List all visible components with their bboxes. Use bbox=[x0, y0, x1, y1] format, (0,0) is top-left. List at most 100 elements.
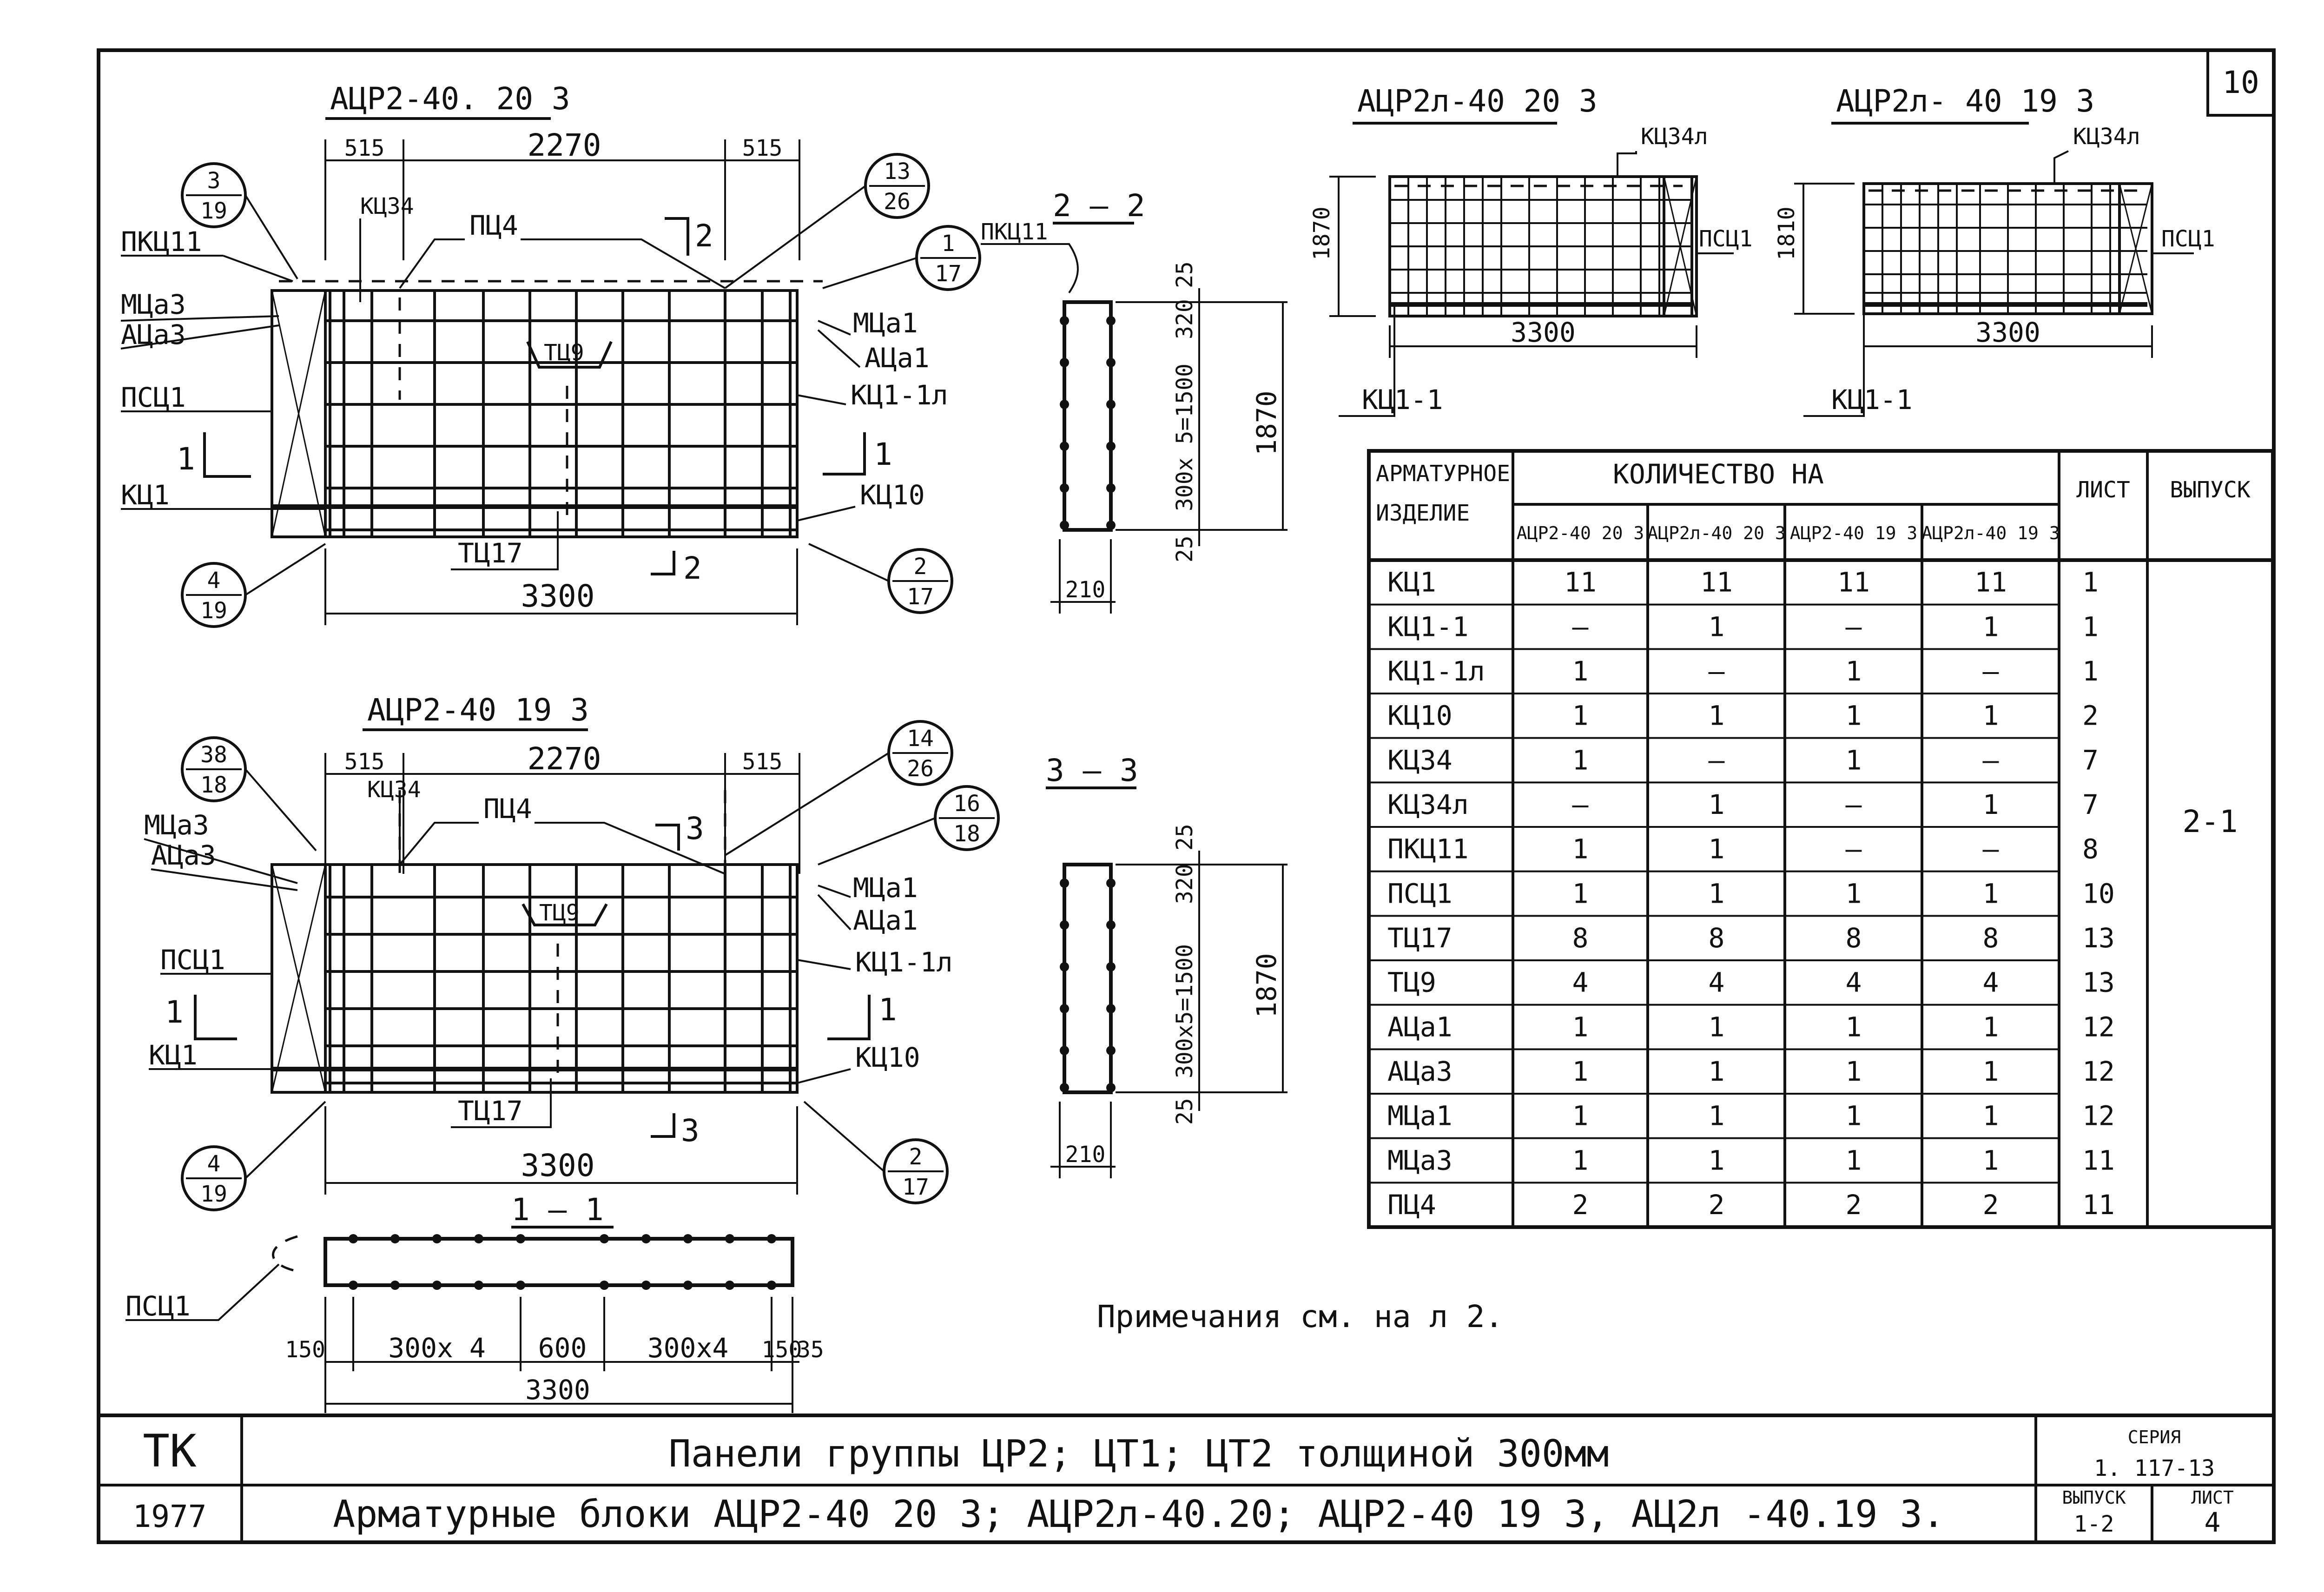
label-kc1-b: КЦ1 bbox=[149, 1039, 198, 1071]
table-cell-qty: 1 bbox=[1983, 611, 1999, 642]
label-pc4: ПЦ4 bbox=[469, 210, 518, 241]
title-line-1: Панели группы ЦР2; ЦТ1; ЦТ2 толщиной 300… bbox=[669, 1432, 1609, 1475]
table-cell-sheet: 11 bbox=[2082, 1144, 2115, 1176]
table-cell-item: ТЦ17 bbox=[1387, 922, 1452, 954]
dim-s11-150-right: 150 bbox=[762, 1337, 802, 1363]
table-cell-item: КЦ1 bbox=[1387, 567, 1436, 598]
svg-text:19: 19 bbox=[200, 198, 227, 224]
label-pkc11-s22: ПКЦ11 bbox=[981, 219, 1048, 245]
view-title-top-left: АЦР2-40. 20 3 bbox=[330, 81, 570, 117]
label-psc1-a: ПСЦ1 bbox=[1699, 226, 1753, 252]
label-tc9: ТЦ9 bbox=[544, 340, 584, 366]
svg-text:19: 19 bbox=[200, 598, 227, 624]
view-mirror-b: АЦР2л- 40 19 3 КЦ34л ПСЦ1 1810 3300 bbox=[1774, 83, 2215, 417]
table-cell-sheet: 10 bbox=[2082, 878, 2115, 909]
table-cell-sheet: 12 bbox=[2082, 1056, 2115, 1087]
table-cell-qty: 1 bbox=[1572, 833, 1589, 865]
svg-text:17: 17 bbox=[902, 1174, 929, 1200]
section-mark-3-top: 3 bbox=[686, 811, 704, 846]
section-1-1-title: 1 — 1 bbox=[511, 1192, 604, 1228]
section-3-3-title: 3 — 3 bbox=[1046, 753, 1138, 788]
label-kc10: КЦ10 bbox=[860, 479, 925, 511]
table-cell-sheet: 12 bbox=[2082, 1100, 2115, 1132]
table-cell-qty: 1 bbox=[1983, 1100, 1999, 1132]
dim-mirror-b-width: 3300 bbox=[1975, 317, 2040, 348]
label-aca3-b: АЦа3 bbox=[151, 839, 216, 871]
dim-3300-b: 3300 bbox=[521, 1148, 595, 1183]
table-cell-qty: 1 bbox=[1572, 1056, 1589, 1087]
th-item-1: АРМАТУРНОЕ bbox=[1376, 461, 1510, 487]
section-mark-2-top: 2 bbox=[695, 218, 713, 254]
table-cell-qty: 1 bbox=[1572, 1100, 1589, 1132]
table-cell-item: КЦ10 bbox=[1387, 700, 1452, 732]
table-cell-item: КЦ34 bbox=[1387, 744, 1452, 776]
th-item-2: ИЗДЕЛИЕ bbox=[1376, 500, 1470, 526]
dim-s22-25-bottom: 25 bbox=[1172, 535, 1198, 562]
year: 1977 bbox=[133, 1499, 207, 1534]
title-block: ТК 1977 Панели группы ЦР2; ЦТ1; ЦТ2 толщ… bbox=[99, 1414, 2274, 1542]
table-cell-item: ПКЦ11 bbox=[1387, 833, 1469, 865]
callout-14-26: 14 26 bbox=[724, 720, 953, 856]
svg-text:2: 2 bbox=[909, 1144, 923, 1170]
table-cell-qty: 2 bbox=[1572, 1189, 1589, 1221]
table-cell-qty: 1 bbox=[1572, 700, 1589, 732]
label-kc11-b: КЦ1-1 bbox=[1831, 384, 1913, 416]
th-col-4: АЦР2л-40 19 3 bbox=[1921, 523, 2060, 543]
table-cell-qty: — bbox=[1572, 611, 1589, 642]
view-mirror-a: АЦР2л-40 20 3 КЦ34л ПСЦ1 1870 3300 bbox=[1309, 83, 1753, 417]
dim-2270-b: 2270 bbox=[528, 741, 601, 777]
table-cell-qty: 8 bbox=[1709, 922, 1725, 954]
note-text: Примечания см. на л 2. bbox=[1097, 1299, 1503, 1334]
section-1-1: 1 — 1 ПСЦ1 150 300x 4 600 300x4 150 3 bbox=[125, 1192, 824, 1413]
table-cell-qty: 1 bbox=[1983, 878, 1999, 909]
dim-mirror-a-height: 1870 bbox=[1309, 206, 1335, 260]
table-cell-qty: 1 bbox=[1983, 700, 1999, 732]
view-top-left: АЦР2-40. 20 3 515 2270 515 bbox=[120, 81, 981, 628]
label-aca1: АЦа1 bbox=[865, 342, 930, 374]
dim-s11-150-left: 150 bbox=[285, 1337, 325, 1363]
table-cell-qty: 1 bbox=[1572, 878, 1589, 909]
table-cell-qty: 8 bbox=[1846, 922, 1862, 954]
svg-text:26: 26 bbox=[884, 189, 911, 215]
table-cell-qty: 1 bbox=[1846, 878, 1862, 909]
label-psc1-mb: ПСЦ1 bbox=[2161, 226, 2215, 252]
dim-2270: 2270 bbox=[528, 127, 601, 163]
label-kc34l-b: КЦ34л bbox=[2073, 124, 2140, 150]
dim-s33-1870: 1870 bbox=[1251, 953, 1282, 1018]
callout-16-18: 16 18 bbox=[818, 785, 1000, 865]
table-cell-qty: — bbox=[1983, 744, 1999, 776]
table-cell-qty: 1 bbox=[1709, 1144, 1725, 1176]
svg-text:4: 4 bbox=[207, 568, 221, 594]
table-cell-qty: — bbox=[1846, 789, 1862, 820]
callout-2-17: 2 17 bbox=[808, 543, 953, 614]
svg-text:17: 17 bbox=[907, 584, 934, 610]
label-kc34: КЦ34 bbox=[360, 193, 414, 219]
label-aca1-b: АЦа1 bbox=[853, 905, 918, 936]
callout-38-18: 38 18 bbox=[181, 736, 317, 852]
svg-text:26: 26 bbox=[907, 756, 934, 782]
table-cell-qty: 4 bbox=[1572, 967, 1589, 998]
label-mca3: МЦа3 bbox=[121, 289, 186, 320]
dim-515-left-b: 515 bbox=[344, 749, 385, 775]
label-tc17: ТЦ17 bbox=[458, 537, 523, 569]
table-cell-qty: 1 bbox=[1983, 789, 1999, 820]
label-pkc11: ПКЦ11 bbox=[121, 226, 202, 258]
dim-s11-300x4-right: 300x4 bbox=[647, 1332, 729, 1364]
dim-s11-600: 600 bbox=[538, 1332, 587, 1364]
issue-label: ВЫПУСК bbox=[2062, 1487, 2126, 1508]
table-cell-qty: — bbox=[1709, 744, 1725, 776]
dim-s22-25-top: 25 bbox=[1172, 261, 1198, 288]
table-cell-qty: 1 bbox=[1709, 789, 1725, 820]
table-cell-qty: 1 bbox=[1983, 1144, 1999, 1176]
th-col-3: АЦР2-40 19 3 bbox=[1790, 523, 1918, 543]
table-cell-item: КЦ1-1л bbox=[1387, 655, 1485, 687]
table-cell-qty: 1 bbox=[1846, 655, 1862, 687]
dim-s33-1500: 300x5=1500 bbox=[1172, 944, 1198, 1078]
dim-s11-300x4-left: 300x 4 bbox=[388, 1332, 486, 1364]
table-cell-qty: — bbox=[1572, 789, 1589, 820]
dim-515-right-b: 515 bbox=[742, 749, 783, 775]
